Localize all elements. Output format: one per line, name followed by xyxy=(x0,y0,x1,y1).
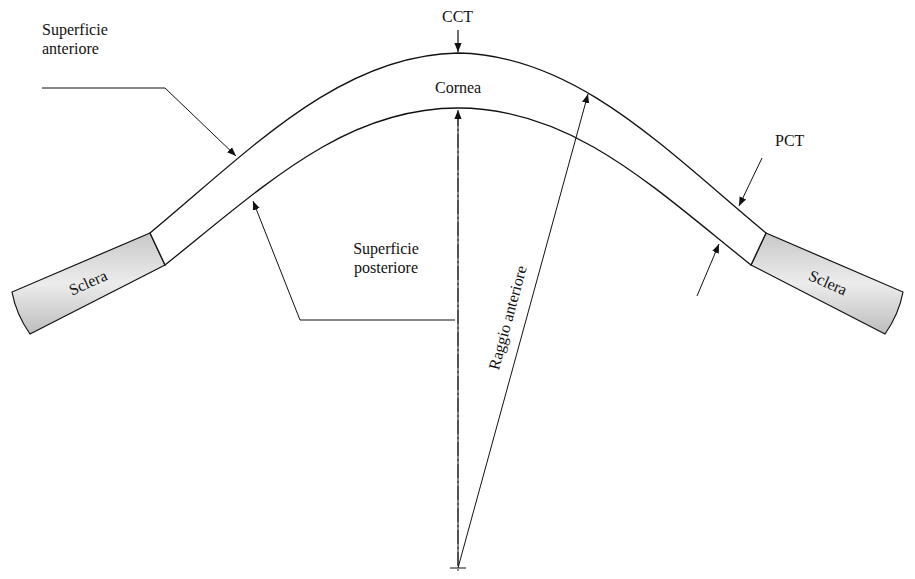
cct-arrow xyxy=(457,30,458,52)
part-label: Cornea xyxy=(435,78,481,97)
axis-arrow xyxy=(458,110,459,566)
surface-label: Superficie posteriore xyxy=(336,239,436,277)
radius-arrow xyxy=(458,94,588,568)
surface-label: Superficie anteriore xyxy=(42,20,132,58)
sclera-right xyxy=(751,233,903,334)
dimension-label: PCT xyxy=(775,131,804,150)
sclera-left xyxy=(12,233,165,334)
pct-arrow-outer xyxy=(739,158,762,206)
dimension-label: Raggio anteriore xyxy=(484,261,532,373)
pct-arrow-inner xyxy=(697,244,719,296)
dimension-label: CCT xyxy=(442,7,473,26)
anterior-leader xyxy=(42,88,236,156)
posterior-leader xyxy=(253,201,455,320)
